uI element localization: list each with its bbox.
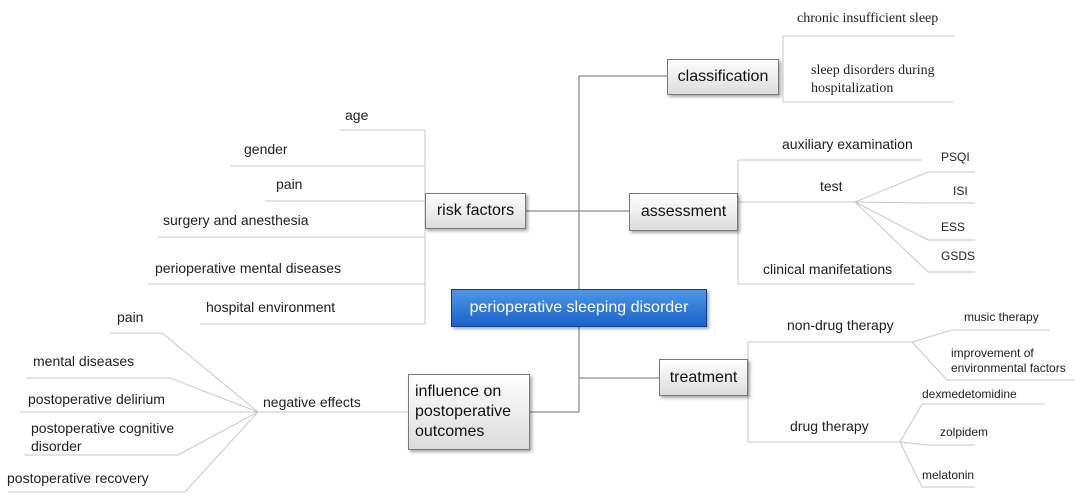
- test-item-ess: ESS: [941, 220, 966, 234]
- negative-item-cognitive: postoperative cognitive disorder: [31, 420, 175, 454]
- treatment-non-drug: non-drug therapy: [787, 317, 894, 333]
- test-item-gsds: GSDS: [941, 249, 976, 263]
- classification-item: sleep disorders during hospitalization: [811, 63, 935, 96]
- treatment-label: treatment: [669, 368, 738, 386]
- center-label: perioperative sleeping disorder: [469, 299, 689, 316]
- assessment-node[interactable]: assessment: [629, 193, 738, 231]
- risk-item-gender: gender: [244, 141, 288, 157]
- influence-node[interactable]: influence on postoperative outcomes: [408, 374, 530, 450]
- risk-item-surgery: surgery and anesthesia: [163, 212, 309, 228]
- negative-item-delirium: postoperative delirium: [28, 391, 165, 407]
- classification-label: classification: [677, 68, 769, 85]
- assessment-label: assessment: [640, 203, 727, 220]
- drug-item: dexmedetomidine: [922, 387, 1017, 401]
- drug-item: melatonin: [922, 468, 975, 482]
- classification-node[interactable]: classification: [667, 59, 779, 95]
- assessment-auxiliary: auxiliary examination: [782, 136, 913, 152]
- negative-item-mental: mental diseases: [33, 353, 135, 369]
- non-drug-item: music therapy: [964, 310, 1039, 324]
- drug-item: zolpidem: [940, 425, 989, 439]
- negative-item-pain: pain: [117, 309, 144, 325]
- treatment-node[interactable]: treatment: [659, 359, 748, 396]
- classification-item: chronic insufficient sleep: [797, 11, 939, 26]
- branch-connectors: [8, 35, 1075, 493]
- center-node[interactable]: perioperative sleeping disorder: [451, 289, 707, 327]
- influence-label: influence on postoperative outcomes: [415, 383, 512, 440]
- negative-item-recovery: postoperative recovery: [7, 470, 149, 486]
- risk-item-age: age: [345, 107, 369, 123]
- treatment-drug: drug therapy: [790, 418, 869, 434]
- influence-negative: negative effects: [263, 394, 361, 410]
- main-connectors: [526, 75, 667, 413]
- risk-factors-node[interactable]: risk factors: [425, 193, 526, 229]
- risk-factors-label: risk factors: [436, 202, 515, 219]
- test-item-psqi: PSQI: [941, 150, 970, 164]
- non-drug-item: improvement of environmental factors: [951, 346, 1066, 375]
- assessment-test: test: [820, 178, 843, 194]
- test-item-isi: ISI: [953, 184, 968, 198]
- risk-item-mental: perioperative mental diseases: [155, 260, 341, 276]
- assessment-clinical: clinical manifetations: [763, 261, 893, 277]
- risk-item-pain: pain: [276, 176, 303, 192]
- risk-item-hospital: hospital environment: [206, 299, 336, 315]
